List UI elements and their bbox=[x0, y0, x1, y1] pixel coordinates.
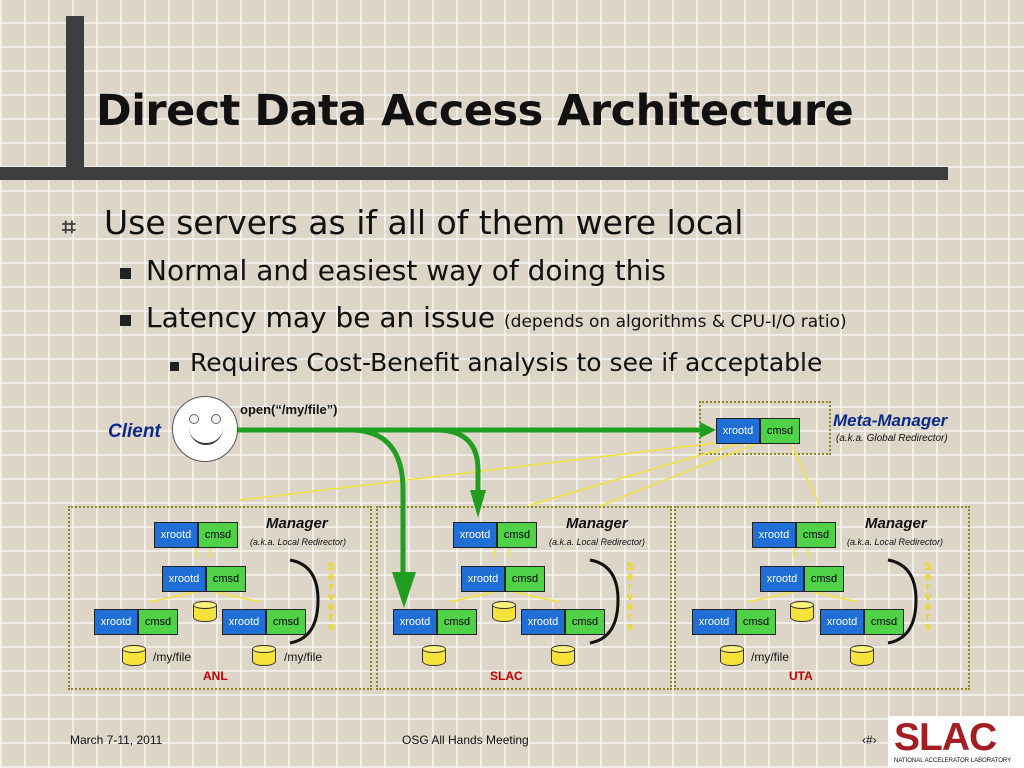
disk-cylinder-icon bbox=[551, 645, 575, 666]
uta-server-xrootd: xrootd bbox=[692, 609, 736, 635]
anl-manager-subtitle: (a.k.a. Local Redirector) bbox=[250, 537, 347, 547]
anl-manager-xrootd: xrootd bbox=[154, 522, 198, 548]
bullet-level-2-b-note: (depends on algorithms & CPU-I/O ratio) bbox=[504, 312, 847, 332]
bullet-level-2-b-text: Latency may be an issue bbox=[146, 301, 496, 334]
site-label-anl: ANL bbox=[203, 669, 228, 683]
title-accent-horizontal bbox=[0, 167, 948, 180]
slac-manager-subtitle: (a.k.a. Local Redirector) bbox=[549, 537, 646, 547]
disk-cylinder-icon bbox=[193, 601, 217, 622]
uta-manager-title: Manager bbox=[865, 515, 927, 532]
footer-date: March 7-11, 2011 bbox=[70, 733, 163, 747]
anl-manager-title: Manager bbox=[266, 515, 328, 532]
slac-server-xrootd: xrootd bbox=[521, 609, 565, 635]
anl-file-path: /my/file bbox=[284, 650, 323, 664]
meta-manager-title: Meta-Manager bbox=[833, 411, 948, 430]
bullet-square-icon bbox=[120, 268, 131, 279]
server-braces bbox=[289, 558, 918, 645]
open-call-label: open(“/my/file”) bbox=[240, 402, 338, 417]
disk-cylinder-icon bbox=[122, 645, 146, 666]
meta-xrootd-node: xrootd bbox=[716, 418, 760, 444]
slac-manager-xrootd: xrootd bbox=[453, 522, 497, 548]
uta-manager-subtitle: (a.k.a. Local Redirector) bbox=[847, 537, 944, 547]
uta-server-xrootd: xrootd bbox=[820, 609, 864, 635]
slac-server-xrootd: xrootd bbox=[461, 566, 505, 592]
meta-manager-subtitle: (a.k.a. Global Redirector) bbox=[836, 433, 948, 444]
site-label-uta: UTA bbox=[789, 669, 813, 683]
uta-manager-cmsd: cmsd bbox=[796, 522, 836, 548]
bullet-square-icon bbox=[120, 315, 131, 326]
anl-server-xrootd: xrootd bbox=[94, 609, 138, 635]
disk-cylinder-icon bbox=[720, 645, 744, 666]
slac-server-cmsd: cmsd bbox=[565, 609, 605, 635]
site-label-slac: SLAC bbox=[490, 669, 523, 683]
anl-manager-cmsd: cmsd bbox=[198, 522, 238, 548]
face-mouth bbox=[189, 421, 223, 445]
disk-cylinder-icon bbox=[850, 645, 874, 666]
bullet-level-2-b: Latency may be an issue (depends on algo… bbox=[146, 301, 847, 334]
yellow-links bbox=[149, 439, 859, 603]
arrowheads bbox=[392, 422, 716, 608]
anl-server-cmsd: cmsd bbox=[206, 566, 246, 592]
anl-server-xrootd: xrootd bbox=[162, 566, 206, 592]
slac-logo-text: SLAC bbox=[894, 716, 997, 759]
site-region-slac bbox=[376, 506, 672, 690]
bullet-square-icon bbox=[170, 362, 179, 371]
uta-server-xrootd: xrootd bbox=[760, 566, 804, 592]
title-accent-vertical bbox=[66, 16, 84, 171]
disk-cylinder-icon bbox=[492, 601, 516, 622]
uta-file-path: /my/file bbox=[751, 650, 790, 664]
bullet-hash-icon: ⌗ bbox=[62, 213, 76, 241]
uta-server-cmsd: cmsd bbox=[736, 609, 776, 635]
slac-server-cmsd: cmsd bbox=[437, 609, 477, 635]
slac-manager-cmsd: cmsd bbox=[497, 522, 537, 548]
site-region-uta bbox=[674, 506, 970, 690]
uta-manager-xrootd: xrootd bbox=[752, 522, 796, 548]
uta-server-cmsd: cmsd bbox=[804, 566, 844, 592]
slac-manager-title: Manager bbox=[566, 515, 628, 532]
footer-page-number: ‹#› bbox=[862, 733, 877, 747]
disk-cylinder-icon bbox=[252, 645, 276, 666]
slac-logo-subtitle: NATIONAL ACCELERATOR LABORATORY bbox=[894, 758, 1012, 764]
anl-server-xrootd: xrootd bbox=[222, 609, 266, 635]
bullet-level-3: Requires Cost-Benefit analysis to see if… bbox=[190, 348, 823, 377]
site-region-anl bbox=[68, 506, 372, 690]
slide-title: Direct Data Access Architecture bbox=[96, 86, 854, 136]
disk-cylinder-icon bbox=[422, 645, 446, 666]
bullet-level-2-a: Normal and easiest way of doing this bbox=[146, 254, 666, 287]
anl-file-path: /my/file bbox=[153, 650, 192, 664]
client-arrows bbox=[235, 427, 703, 583]
meta-cmsd-node: cmsd bbox=[760, 418, 800, 444]
uta-server-cmsd: cmsd bbox=[864, 609, 904, 635]
client-label: Client bbox=[108, 421, 161, 442]
slac-server-cmsd: cmsd bbox=[505, 566, 545, 592]
anl-server-cmsd: cmsd bbox=[266, 609, 306, 635]
disk-cylinder-icon bbox=[790, 601, 814, 622]
slac-logo: SLAC NATIONAL ACCELERATOR LABORATORY bbox=[888, 716, 1024, 768]
footer-event: OSG All Hands Meeting bbox=[402, 733, 529, 747]
slac-server-xrootd: xrootd bbox=[393, 609, 437, 635]
bullet-level-1: Use servers as if all of them were local bbox=[104, 203, 744, 242]
smiley-face-icon bbox=[172, 396, 238, 462]
anl-server-cmsd: cmsd bbox=[138, 609, 178, 635]
